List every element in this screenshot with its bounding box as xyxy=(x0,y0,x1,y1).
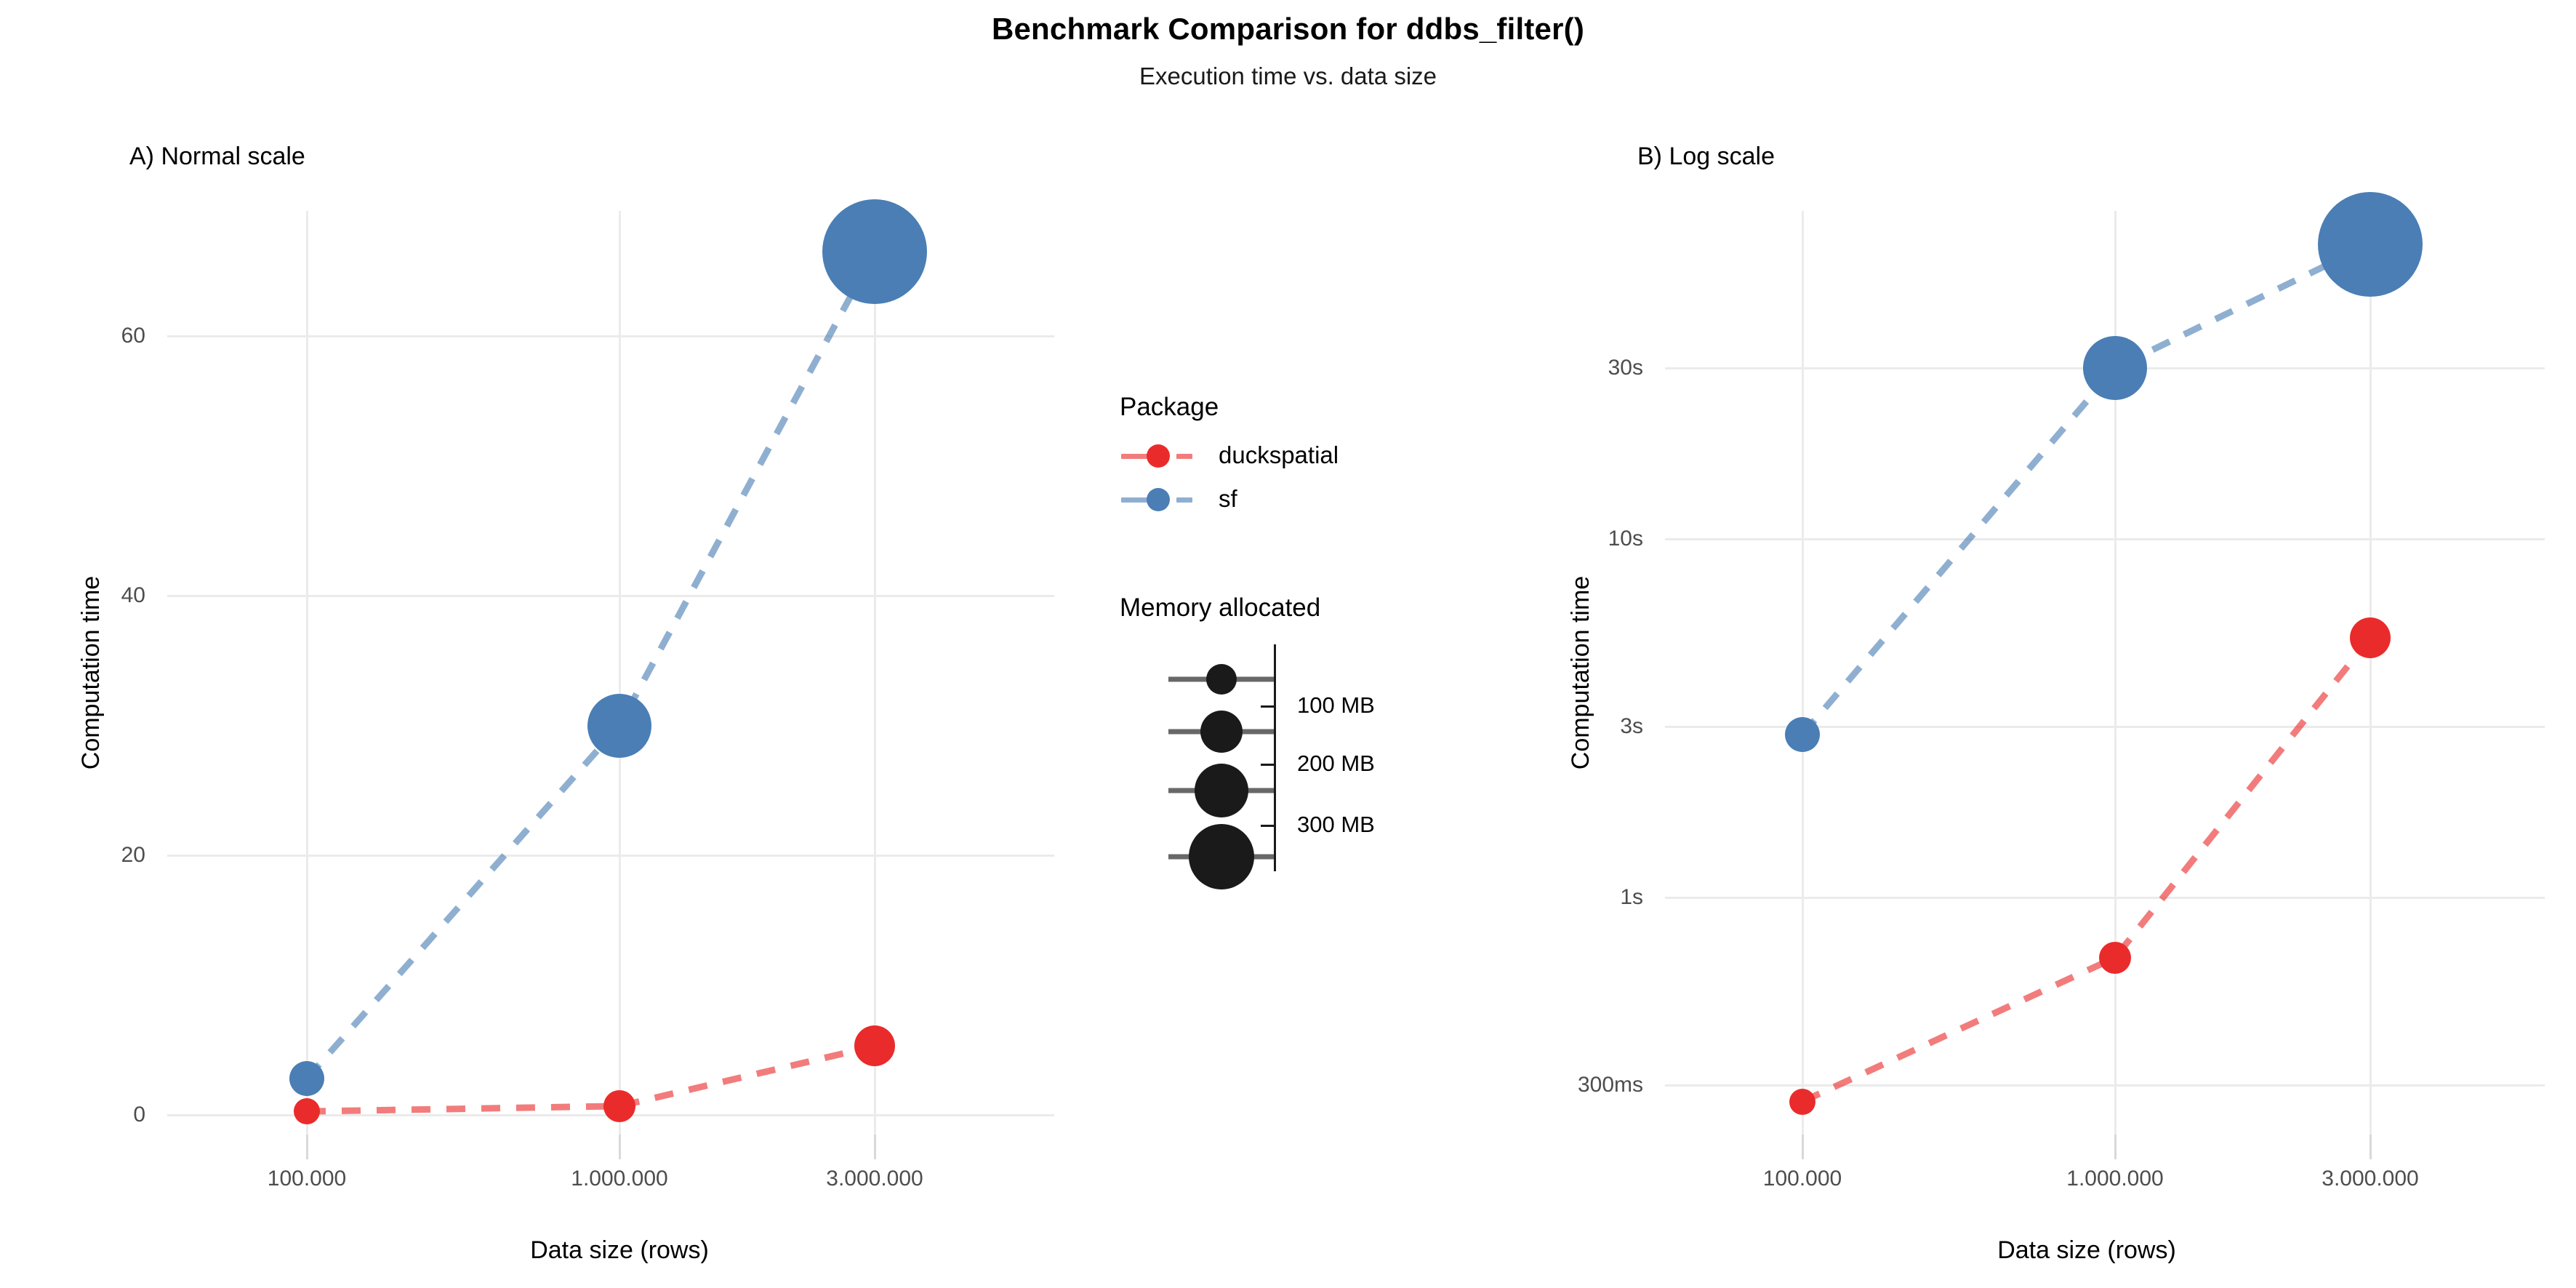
legend-key-sf xyxy=(1120,477,1197,521)
data-point-sf xyxy=(1785,717,1820,752)
x-tick-label: 100.000 xyxy=(1762,1167,1842,1191)
series-line-duckspatial xyxy=(306,1043,876,1115)
gridline-vertical xyxy=(874,211,876,1135)
data-point-duckspatial xyxy=(2350,617,2391,659)
legend-item-duckspatial[interactable]: duckspatial xyxy=(1120,433,1432,477)
legend-dash-left xyxy=(1121,454,1147,459)
legend-size-dot-2 xyxy=(1200,711,1243,753)
x-tick-label: 1.000.000 xyxy=(2066,1167,2164,1191)
legend-size-axis-line xyxy=(1274,644,1276,871)
x-axis-title-normal: Data size (rows) xyxy=(530,1236,709,1264)
legend-dash-right xyxy=(1176,497,1192,503)
y-tick-label: 60 xyxy=(121,324,145,348)
legend-color-rows: duckspatial sf xyxy=(1120,433,1432,521)
data-point-duckspatial xyxy=(2099,941,2131,974)
gridline-vertical xyxy=(619,211,621,1135)
x-tick-label: 100.000 xyxy=(267,1167,347,1191)
legend-size-block: Memory allocated 100 MB 200 MB 300 MB xyxy=(1120,593,1432,889)
chart-title: Benchmark Comparison for ddbs_filter() xyxy=(991,12,1585,46)
legend-color-title: Package xyxy=(1120,393,1219,421)
gridline-horizontal xyxy=(167,335,1054,337)
legend-size-tick xyxy=(1261,705,1274,708)
x-tick-label: 3.000.000 xyxy=(2322,1167,2419,1191)
x-tick-mark xyxy=(874,1135,876,1159)
data-point-sf xyxy=(822,199,927,304)
data-point-duckspatial xyxy=(294,1098,320,1125)
series-line-sf xyxy=(1799,241,2372,737)
y-tick-label: 10s xyxy=(1608,527,1643,551)
data-point-sf xyxy=(2083,336,2147,400)
y-tick-label: 30s xyxy=(1608,356,1643,380)
data-point-sf xyxy=(587,693,651,758)
legend-size-label: 200 MB xyxy=(1297,751,1375,776)
gridline-horizontal xyxy=(167,855,1054,857)
gridline-horizontal xyxy=(1665,538,2545,541)
panel-title-log: B) Log scale xyxy=(1637,143,1775,170)
y-tick-label: 20 xyxy=(121,843,145,867)
y-axis-title-normal: Computation time xyxy=(77,575,105,770)
data-point-duckspatial xyxy=(603,1089,635,1122)
legend-key-duckspatial xyxy=(1120,433,1197,477)
chart-subtitle: Execution time vs. data size xyxy=(1139,63,1437,89)
y-tick-label: 300ms xyxy=(1577,1073,1643,1097)
legend-item-sf[interactable]: sf xyxy=(1120,477,1432,521)
x-tick-label: 1.000.000 xyxy=(571,1167,668,1191)
gridline-vertical xyxy=(1802,211,1804,1135)
legend-dot-duckspatial xyxy=(1147,444,1170,468)
panel-title-normal: A) Normal scale xyxy=(129,143,305,170)
legend-size-label: 100 MB xyxy=(1297,692,1375,718)
x-tick-mark xyxy=(619,1135,621,1159)
series-line-duckspatial xyxy=(1801,636,2373,1105)
legend-dash-right xyxy=(1176,454,1192,459)
y-tick-label: 1s xyxy=(1620,885,1643,910)
gridline-horizontal xyxy=(1665,1084,2545,1087)
legend-size-dot-1 xyxy=(1206,664,1237,695)
y-tick-label: 0 xyxy=(133,1103,145,1127)
x-tick-mark xyxy=(2114,1135,2116,1159)
gridline-horizontal xyxy=(167,595,1054,597)
legend-size-tick xyxy=(1261,825,1274,827)
legend-size-label: 300 MB xyxy=(1297,812,1375,837)
data-point-sf xyxy=(2318,191,2423,297)
legend-dot-sf xyxy=(1147,488,1170,511)
legend-size-dot-3 xyxy=(1195,764,1248,817)
data-point-duckspatial xyxy=(854,1025,895,1067)
data-point-duckspatial xyxy=(1789,1088,1815,1115)
legend-dash-left xyxy=(1121,497,1147,503)
legend-size-dot-4 xyxy=(1189,824,1254,889)
x-axis-title-log: Data size (rows) xyxy=(1997,1236,2176,1264)
legend-size-tick xyxy=(1261,764,1274,766)
legend-label-duckspatial: duckspatial xyxy=(1219,441,1339,468)
x-tick-mark xyxy=(2370,1135,2372,1159)
y-tick-label: 40 xyxy=(121,583,145,607)
gridline-vertical xyxy=(306,211,308,1135)
gridline-horizontal xyxy=(1665,897,2545,900)
legend-size-scale: 100 MB 200 MB 300 MB xyxy=(1120,634,1432,889)
data-point-sf xyxy=(289,1061,324,1096)
gridline-vertical xyxy=(2370,211,2372,1135)
y-axis-title-log: Computation time xyxy=(1567,575,1594,770)
legend-block: Package duckspatial sf Memory allocated 1… xyxy=(1120,393,1432,889)
series-line-sf xyxy=(304,249,878,1081)
legend-size-title: Memory allocated xyxy=(1120,593,1321,622)
legend-label-sf: sf xyxy=(1219,485,1237,512)
x-tick-mark xyxy=(306,1135,308,1159)
x-tick-label: 3.000.000 xyxy=(826,1167,923,1191)
y-tick-label: 3s xyxy=(1620,714,1643,738)
x-tick-mark xyxy=(1802,1135,1804,1159)
